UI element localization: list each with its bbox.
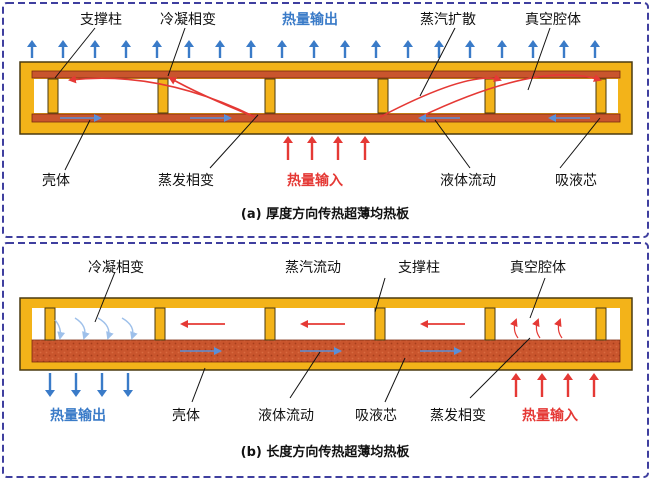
support-column [595,78,607,114]
label-wick-b: 吸液芯 [355,408,397,424]
panel-b-evaporation-arrows [510,318,563,339]
heat-output-arrow [559,40,569,58]
label-support-column-a: 支撑柱 [80,12,122,28]
evaporation-curve [554,318,563,339]
heat-output-arrow [403,40,413,58]
label-heat-output-a: 热量输出 [282,11,338,28]
panel-b-heat-input-arrows [511,373,599,397]
support-column [374,307,386,341]
label-liquid-flow-b: 液体流动 [258,408,314,424]
support-column [264,78,276,114]
heat-output-arrow [465,40,475,58]
support-column [595,307,607,341]
vapor-curve [419,74,602,118]
label-heat-input-b: 热量输入 [522,407,578,424]
label-heat-output-b: 热量输出 [50,407,106,424]
heat-output-arrow [590,40,600,58]
heat-output-arrow [123,373,133,397]
heat-output-arrow [371,40,381,58]
heat-output-arrow [215,40,225,58]
heat-output-arrow [45,373,55,397]
support-column [484,307,496,341]
heat-output-arrow [246,40,256,58]
support-column [264,307,276,341]
heat-input-arrow [537,373,547,397]
support-column [484,78,496,114]
panel-a-frame [2,2,649,238]
label-vapor-diffusion-a: 蒸汽扩散 [420,12,476,28]
vapor-curve [379,74,502,118]
support-column [157,78,169,114]
heat-input-arrow [283,136,293,160]
panel-a-heat-input-arrows [283,136,370,160]
panel-b-condensation-arrows [54,317,138,340]
label-shell-a: 壳体 [42,172,70,189]
heat-input-arrow [589,373,599,397]
heat-output-arrow [434,40,444,58]
condensation-curve [54,319,66,340]
label-evaporation-b: 蒸发相变 [430,408,486,424]
panel-a-leader-lines [54,27,601,171]
support-column [47,78,59,114]
panel-b-heat-output-arrows [45,373,133,397]
label-condensation-b: 冷凝相变 [88,260,144,276]
label-liquid-flow-a: 液体流动 [440,173,496,189]
label-wick-a: 吸液芯 [555,173,597,189]
panel-b-frame [2,242,649,478]
heat-output-arrow [184,40,194,58]
heat-input-arrow [511,373,521,397]
heat-output-arrow [152,40,162,58]
label-vapor-flow-b: 蒸汽流动 [285,260,341,276]
label-vacuum-cavity-b: 真空腔体 [510,260,566,276]
caption-a: (a) 厚度方向传热超薄均热板 [241,206,410,222]
heat-output-arrow [309,40,319,58]
heat-input-arrow [360,136,370,160]
panel-b-support-columns [44,307,607,341]
evaporation-curve [510,318,519,339]
label-condensation-a: 冷凝相变 [160,12,216,28]
panel-a-wick-bottom [31,113,621,123]
label-shell-b: 壳体 [172,407,200,424]
heat-output-arrow [97,373,107,397]
heat-output-arrow [71,373,81,397]
support-column [44,307,56,341]
heat-output-arrow [90,40,100,58]
panel-a-support-columns [47,78,607,114]
evaporation-curve [532,318,541,339]
condensation-curve [121,317,138,340]
caption-b: (b) 长度方向传热超薄均热板 [241,444,411,460]
condensation-curve [74,317,90,340]
heat-output-arrow [528,40,538,58]
panel-b-leader-lines [94,271,546,403]
heat-input-arrow [333,136,343,160]
heat-output-arrow [27,40,37,58]
heat-output-arrow [277,40,287,58]
label-vacuum-cavity-a: 真空腔体 [525,12,581,28]
vapor-curve [68,75,256,118]
heat-output-arrow [497,40,507,58]
heat-input-arrow [307,136,317,160]
heat-input-arrow [563,373,573,397]
heat-output-arrow [340,40,350,58]
support-column [154,307,166,341]
vapor-curve [168,77,256,118]
panel-a-vacuum-cavity [34,79,618,113]
panel-a-vapor-arrows [68,74,602,118]
label-support-column-b: 支撑柱 [398,260,440,276]
panel-a-heat-output-arrows [27,40,600,58]
condensation-curve [97,317,114,340]
support-column [377,78,389,114]
panel-a-wick-top [31,70,621,79]
heat-output-arrow [58,40,68,58]
label-evaporation-a: 蒸发相变 [158,173,214,189]
label-heat-input-a: 热量输入 [287,172,343,189]
heat-output-arrow [121,40,131,58]
